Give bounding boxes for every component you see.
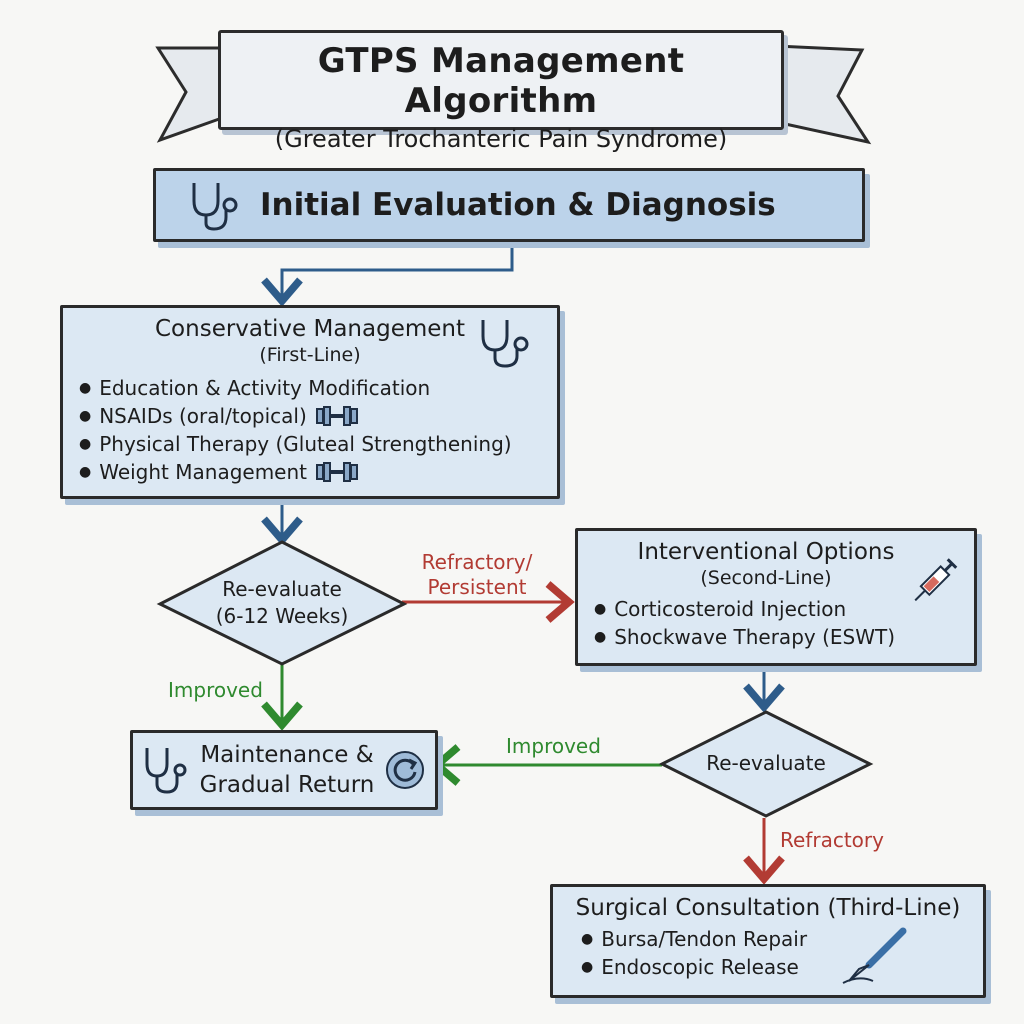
list-item: ●Bursa/Tendon Repair <box>581 927 808 951</box>
node-surgical-consultation: Surgical Consultation (Third-Line) ●Burs… <box>550 884 986 998</box>
conservative-item-list: ●Education & Activity Modification ●NSAI… <box>79 374 557 486</box>
node-interventional-subtitle: (Second-Line) <box>700 567 832 589</box>
node-initial-evaluation-label: Initial Evaluation & Diagnosis <box>260 187 776 223</box>
node-initial-evaluation: Initial Evaluation & Diagnosis <box>153 168 865 242</box>
stethoscope-icon <box>145 748 187 794</box>
surgical-item-list: ●Bursa/Tendon Repair ●Endoscopic Release <box>581 925 983 981</box>
list-item: ●Physical Therapy (Gluteal Strengthening… <box>79 432 512 456</box>
edge-label-refractory-persistent: Refractory/ Persistent <box>421 550 533 599</box>
node-conservative-management: Conservative Management (First-Line) ●Ed… <box>60 305 560 499</box>
node-conservative-subtitle: (First-Line) <box>259 344 361 366</box>
scalpel-icon <box>842 927 907 984</box>
node-maintenance-label: Maintenance & Gradual Return <box>199 742 375 798</box>
diagram-title: GTPS Management Algorithm <box>317 41 685 121</box>
ribbon-tail-left <box>155 46 224 143</box>
node-surgical-title: Surgical Consultation (Third-Line) <box>575 895 961 921</box>
diagram-subtitle: (Greater Trochanteric Pain Syndrome) <box>274 125 728 153</box>
arrow-initial-to-conservative <box>261 240 514 307</box>
stethoscope-icon <box>192 183 238 231</box>
decision-diamond-reevaluate-1 <box>156 540 408 666</box>
dumbbell-icon <box>316 462 359 482</box>
list-item: ●Education & Activity Modification <box>79 376 431 400</box>
syringe-icon <box>914 558 958 602</box>
title-banner: GTPS Management Algorithm (Greater Troch… <box>218 30 784 153</box>
stethoscope-icon <box>481 320 529 368</box>
edge-label-improved-1: Improved <box>168 678 263 702</box>
node-maintenance: Maintenance & Gradual Return <box>130 730 438 810</box>
interventional-item-list: ●Corticosteroid Injection ●Shockwave The… <box>594 595 974 651</box>
edge-label-refractory: Refractory <box>780 828 884 852</box>
node-reevaluate-1-label: Re-evaluate (6-12 Weeks) <box>215 577 349 628</box>
list-item: ●Endoscopic Release <box>581 955 799 979</box>
node-interventional-options: Interventional Options (Second-Line) ●Co… <box>575 528 977 666</box>
ribbon-tail-right <box>774 44 872 145</box>
list-item: ●Corticosteroid Injection <box>594 597 847 621</box>
refresh-icon <box>386 751 424 789</box>
node-reevaluate-2-label: Re-evaluate <box>706 751 826 775</box>
list-item: ●Weight Management <box>79 458 557 486</box>
edge-label-improved-2: Improved <box>506 734 601 758</box>
node-conservative-title: Conservative Management <box>155 316 465 342</box>
dumbbell-icon <box>315 406 358 426</box>
list-item: ●NSAIDs (oral/topical) <box>79 402 557 430</box>
list-item: ●Shockwave Therapy (ESWT) <box>594 625 896 649</box>
decision-diamond-reevaluate-2 <box>658 710 874 818</box>
node-interventional-title: Interventional Options <box>637 539 895 565</box>
